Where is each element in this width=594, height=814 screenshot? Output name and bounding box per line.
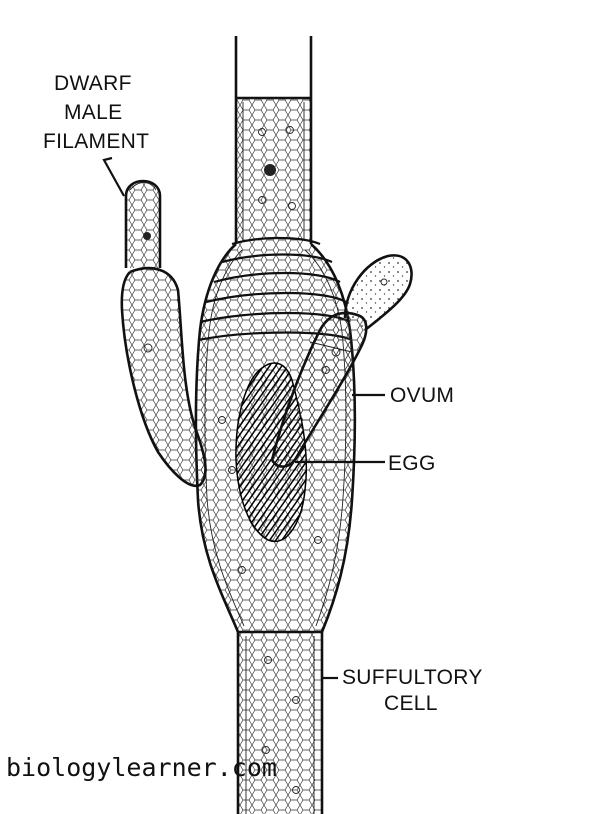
upper-filament-tube [234, 36, 313, 100]
label-suffultory-line2: CELL [384, 692, 438, 715]
leader-dwarf-male [102, 156, 125, 197]
right-dwarf-male [270, 254, 413, 468]
label-suffultory-line1: SUFFULTORY [342, 666, 483, 689]
label-dwarf-male-line2: MALE [64, 101, 122, 124]
upper-vegetative-cell [234, 98, 313, 244]
suffultory-cell [236, 630, 324, 814]
left-dwarf-male-filament [120, 179, 207, 488]
label-egg: EGG [388, 452, 436, 475]
watermark: biologylearner.com [6, 753, 277, 782]
label-dwarf-male-line1: DWARF [54, 72, 132, 95]
label-ovum: OVUM [390, 384, 454, 407]
label-dwarf-male-line3: FILAMENT [43, 130, 149, 153]
